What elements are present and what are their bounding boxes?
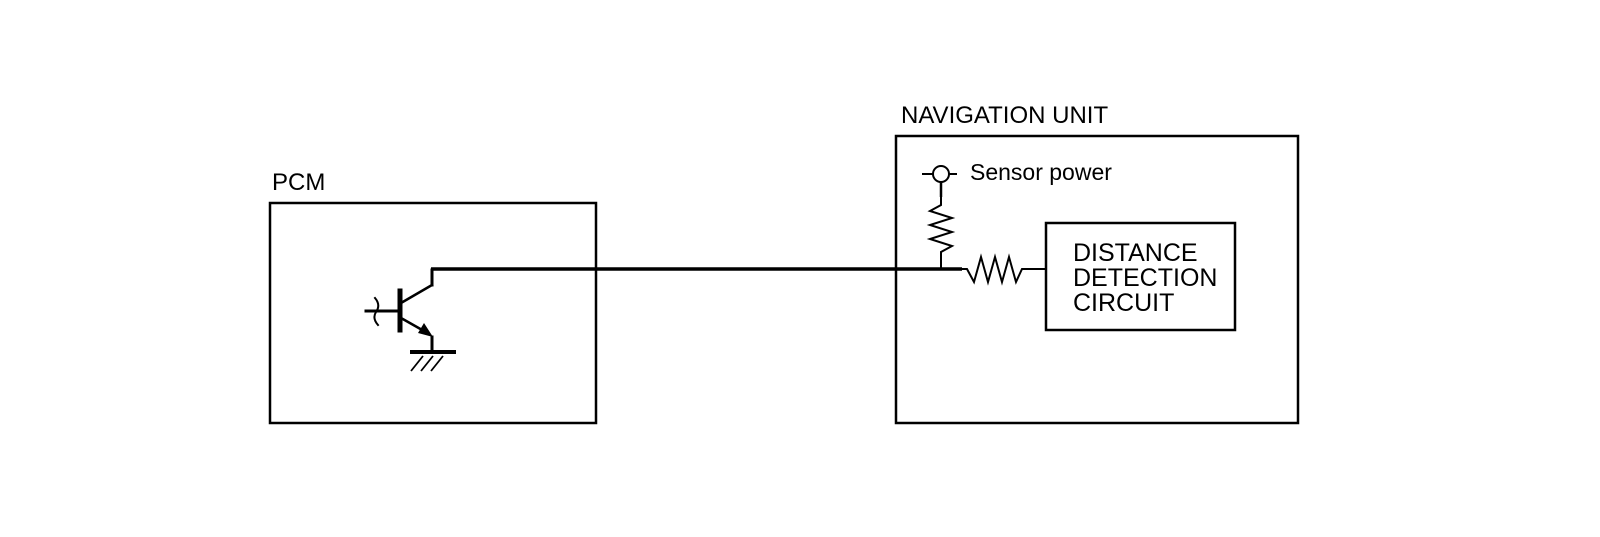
pcm-label: PCM (272, 169, 325, 196)
circuit-box (1044, 221, 1237, 332)
sensor-power-label: Sensor power (970, 159, 1112, 185)
pull-up-resistor-icon (926, 197, 956, 269)
circuit-label-line-1: DISTANCE (1073, 239, 1198, 267)
circuit-label-line-3: CIRCUIT (1073, 289, 1174, 317)
navigation-unit-module: NAVIGATION UNIT Sensor power DISTANCE DE… (894, 102, 1300, 425)
distance-detection-circuit-block: DISTANCE DETECTION CIRCUIT (1044, 221, 1237, 332)
navigation-unit-box (894, 134, 1300, 425)
ground-icon (410, 350, 456, 372)
sensor-power-terminal-icon (922, 165, 957, 197)
series-resistor-icon (960, 253, 1046, 286)
circuit-label-line-2: DETECTION (1073, 264, 1217, 292)
navigation-unit-label: NAVIGATION UNIT (901, 102, 1108, 129)
pcm-transistor-symbol (364, 268, 434, 354)
pcm-box (268, 201, 598, 425)
pcm-module: PCM (268, 169, 598, 425)
